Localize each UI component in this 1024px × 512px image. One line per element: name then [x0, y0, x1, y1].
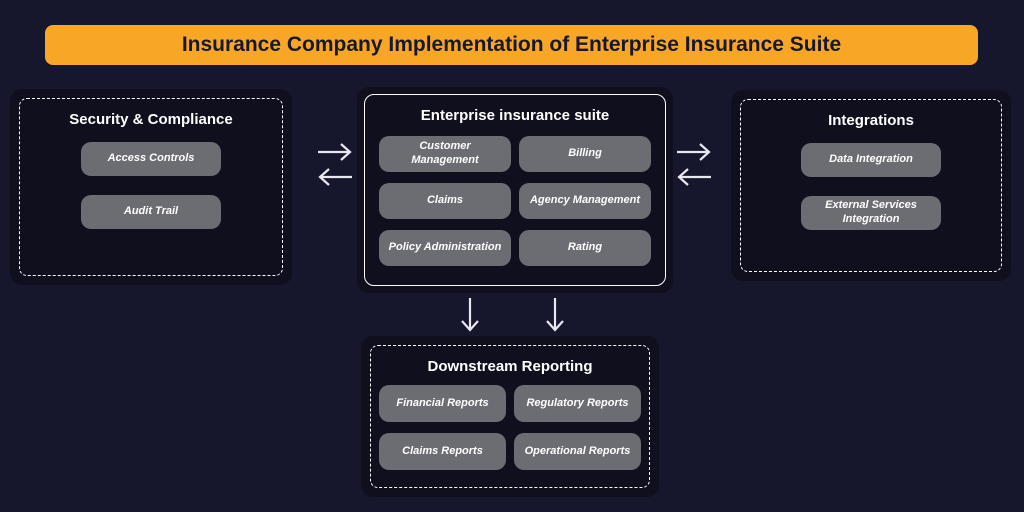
downstream-reporting-panel: Downstream Reporting Financial Reports R… [361, 336, 659, 497]
node-agency-management: Agency Management [519, 183, 651, 219]
integrations-title: Integrations [828, 112, 914, 129]
right-arrow-icon [677, 143, 711, 161]
downstream-reporting-title: Downstream Reporting [427, 358, 593, 375]
node-financial-reports: Financial Reports [379, 385, 506, 422]
down-arrow-icon [461, 298, 479, 332]
down-arrow-icon [546, 298, 564, 332]
node-regulatory-reports: Regulatory Reports [514, 385, 641, 422]
left-arrow-icon [318, 168, 352, 186]
node-billing: Billing [519, 136, 651, 172]
enterprise-suite-title: Enterprise insurance suite [420, 107, 610, 124]
title-banner-label: Insurance Company Implementation of Ente… [181, 33, 842, 56]
security-compliance-border: Security & Compliance Access Controls Au… [19, 98, 283, 276]
security-compliance-title: Security & Compliance [69, 111, 233, 128]
enterprise-suite-panel: Enterprise insurance suite Customer Mana… [357, 87, 673, 293]
downstream-reporting-grid: Financial Reports Regulatory Reports Cla… [379, 385, 641, 470]
node-claims-reports: Claims Reports [379, 433, 506, 470]
downstream-reporting-border: Downstream Reporting Financial Reports R… [370, 345, 650, 488]
security-compliance-panel: Security & Compliance Access Controls Au… [10, 89, 292, 285]
arrow-security-suite-bidirectional [318, 143, 352, 186]
arrow-suite-reporting-down [461, 298, 564, 332]
node-audit-trail: Audit Trail [81, 195, 221, 229]
enterprise-suite-border: Enterprise insurance suite Customer Mana… [364, 94, 666, 286]
node-customer-management: Customer Management [379, 136, 511, 172]
enterprise-suite-grid: Customer Management Billing Claims Agenc… [379, 136, 651, 266]
node-rating: Rating [519, 230, 651, 266]
node-access-controls: Access Controls [81, 142, 221, 176]
node-operational-reports: Operational Reports [514, 433, 641, 470]
title-banner: Insurance Company Implementation of Ente… [45, 25, 978, 65]
integrations-border: Integrations Data Integration External S… [740, 99, 1002, 272]
right-arrow-icon [318, 143, 352, 161]
integrations-panel: Integrations Data Integration External S… [731, 90, 1011, 281]
node-data-integration: Data Integration [801, 143, 941, 177]
node-policy-administration: Policy Administration [379, 230, 511, 266]
left-arrow-icon [677, 168, 711, 186]
node-external-services-integration: External Services Integration [801, 196, 941, 230]
arrow-suite-integrations-bidirectional [677, 143, 711, 186]
node-claims: Claims [379, 183, 511, 219]
